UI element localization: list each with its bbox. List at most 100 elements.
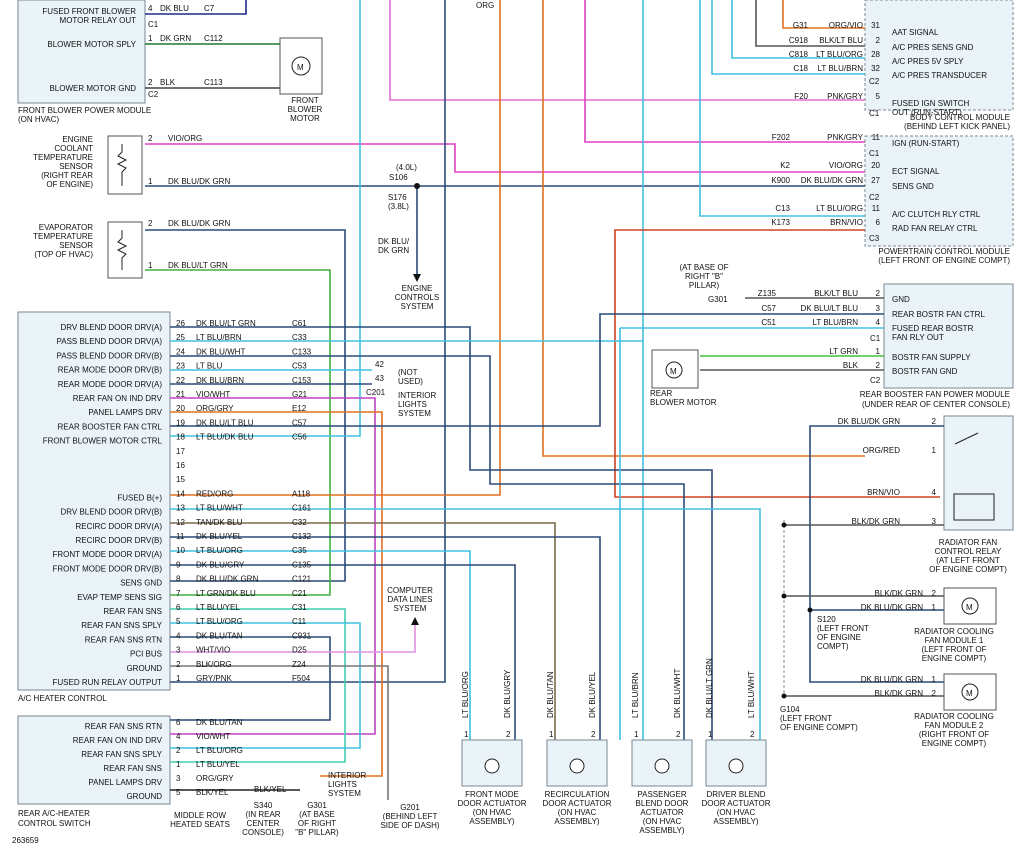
circuit-id: K2 <box>780 161 790 170</box>
wire-c121 <box>145 229 346 582</box>
circuit-id: C32 <box>292 518 307 527</box>
bcm-pin-label: OUT (RUN-START) <box>892 108 962 117</box>
rear-switch-pin-label: REAR FAN ON IND DRV <box>73 736 163 745</box>
wire-color: BLK/DK GRN <box>852 517 901 526</box>
circuit-id: C13 <box>775 204 790 213</box>
system-label: SYSTEM <box>398 409 431 418</box>
pin-number: 1 <box>464 730 469 739</box>
system-label: SYSTEM <box>401 302 434 311</box>
circuit-id: C121 <box>292 575 312 584</box>
actuator-label: DOOR ACTUATOR <box>701 799 770 808</box>
pin-number: 1 <box>148 177 153 186</box>
ac-pin-label: FRONT MODE DOOR DRV(B) <box>53 564 163 573</box>
circuit-id: C133 <box>292 347 312 356</box>
bcm-pin-label: A/C PRES SENS GND <box>892 43 974 52</box>
relay-label: RADIATOR FAN <box>939 538 998 547</box>
pin-number: 4 <box>176 732 181 741</box>
circuit-id: D25 <box>292 646 307 655</box>
circuit-id: K900 <box>771 176 790 185</box>
pin-number: 43 <box>375 374 384 383</box>
actuator-wire-color: DK BLU/YEL <box>588 671 597 718</box>
wire-color: RED/ORG <box>196 489 233 498</box>
ac-pin-label: RECIRC DOOR DRV(B) <box>75 536 162 545</box>
wire-c133 <box>170 355 685 740</box>
actuator-label: RECIRCULATION <box>545 790 610 799</box>
module-title: REAR A/C-HEATER <box>18 809 90 818</box>
wire-color: ORG/GRY <box>196 404 234 413</box>
wire-c56 <box>170 0 361 437</box>
ect-sensor-label: (RIGHT REAR <box>41 171 93 180</box>
wire-color: BLK/DK GRN <box>875 689 924 698</box>
module-subtitle: (ON HVAC) <box>18 115 60 124</box>
actuator-label: ASSEMBLY) <box>639 826 685 835</box>
fan-module-label: FAN MODULE 2 <box>925 721 984 730</box>
wire-color: DK BLU/LT GRN <box>168 261 228 270</box>
wire-color: LT BLU/BRN <box>813 318 859 327</box>
pin-number: 2 <box>750 730 755 739</box>
motor-label: BLOWER MOTOR <box>650 398 717 407</box>
pin-number: 10 <box>176 546 185 555</box>
bcm-pin-label: AAT SIGNAL <box>892 28 939 37</box>
g301-label: "B" PILLAR) <box>295 828 339 837</box>
actuator-wire-color: LT BLU/WHT <box>747 671 756 718</box>
pin-number: 1 <box>549 730 554 739</box>
actuator-label: ASSEMBLY) <box>469 817 515 826</box>
pin-number: 1 <box>176 760 181 769</box>
fan-module-label: RADIATOR COOLING <box>914 712 994 721</box>
ground-note: PILLAR) <box>689 281 720 290</box>
front-blower-module-box <box>17 0 146 104</box>
pin-number: 2 <box>148 78 153 87</box>
pin-number: 1 <box>932 675 937 684</box>
rear-switch-box <box>17 715 171 805</box>
wire-org-red <box>542 0 865 457</box>
wire-f504 <box>170 0 446 683</box>
ac-pin-label: REAR FAN SNS RTN <box>85 635 162 644</box>
ac-pin-label: FRONT MODE DOOR DRV(A) <box>53 550 163 559</box>
wire-color: PNK/GRY <box>827 92 864 101</box>
pcm-pin-label: A/C CLUTCH RLY CTRL <box>892 210 981 219</box>
ac-pin-label: REAR BOOSTER FAN CTRL <box>58 422 163 431</box>
pin-number: 1 <box>176 674 181 683</box>
actuator-wire-color: DK BLU/WHT <box>673 669 682 718</box>
bcm-pin-label: A/C PRES TRANSDUCER <box>892 71 987 80</box>
rear-module-pin-label: BOSTR FAN SUPPLY <box>892 353 971 362</box>
module-title: A/C HEATER CONTROL <box>18 694 107 703</box>
g104-label: G104 <box>780 705 800 714</box>
wire-color: DK GRN <box>160 34 191 43</box>
wire-c32 <box>170 522 556 740</box>
wire-color: GRY/PNK <box>196 674 233 683</box>
pin-number: 28 <box>871 50 880 59</box>
rear-module-pin-label: FUSED REAR BOSTR <box>892 324 974 333</box>
motor-symbol: M <box>966 603 973 612</box>
connector-id: C2 <box>869 77 880 86</box>
wire-c7 <box>145 0 247 15</box>
pin-number: 11 <box>872 133 881 142</box>
wire-color: BRN/VIO <box>867 488 900 497</box>
pin-number: 25 <box>176 333 185 342</box>
blower-pin-label: FUSED FRONT BLOWER <box>42 7 136 16</box>
system-label: LIGHTS <box>398 400 427 409</box>
pin-number: 24 <box>176 347 185 356</box>
rear-module-pin-label: FAN RLY OUT <box>892 333 944 342</box>
rear-switch-pin-label: PANEL LAMPS DRV <box>88 778 162 787</box>
wire-c51 <box>619 327 884 740</box>
fan-module-label: RADIATOR COOLING <box>914 627 994 636</box>
actuator-label: PASSENGER <box>637 790 686 799</box>
connector-id: C1 <box>148 20 159 29</box>
wire-a118 <box>170 0 501 496</box>
pin-number: 2 <box>876 36 881 45</box>
actuator-motor <box>654 758 670 774</box>
wire-color: LT BLU/ORG <box>196 617 243 626</box>
wire-vio-org <box>145 143 865 173</box>
wire-color: LT BLU/ORG <box>816 204 863 213</box>
blower-pin-label: BLOWER MOTOR GND <box>49 84 136 93</box>
actuator-wire-color: LT BLU/ORG <box>461 671 470 718</box>
connector-id: C201 <box>366 388 386 397</box>
cdl-arrow <box>411 617 419 625</box>
pin-number: 42 <box>375 360 384 369</box>
rear-blower-motor: M <box>651 349 699 389</box>
ac-pin-label: EVAP TEMP SENS SIG <box>77 593 162 602</box>
wire-color: DK BLU/ <box>378 237 410 246</box>
evap-sensor-label: EVAPORATOR <box>39 223 93 232</box>
circuit-id: A118 <box>292 489 311 498</box>
